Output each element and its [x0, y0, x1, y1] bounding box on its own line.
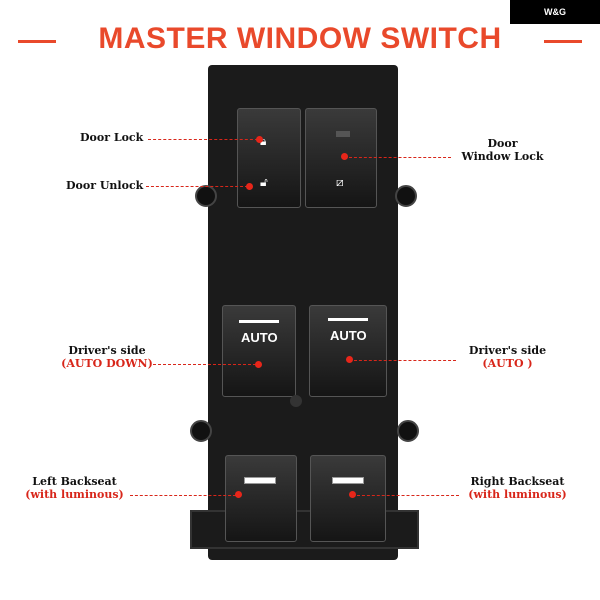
- page-title: MASTER WINDOW SWITCH: [98, 22, 502, 55]
- leader-line: [153, 364, 256, 365]
- leader-line: [148, 139, 258, 140]
- driver-auto-switch[interactable]: AUTO: [309, 305, 387, 397]
- mount-tab: [395, 185, 417, 207]
- luminous-indicator: [332, 477, 364, 484]
- leader-line: [130, 495, 236, 496]
- marker-dot: [349, 491, 356, 498]
- marker-dot: [341, 153, 348, 160]
- label-door-lock: Door Lock: [80, 131, 144, 144]
- leader-line: [354, 360, 456, 361]
- label-line: Right Backseat: [470, 475, 565, 488]
- marker-dot: [235, 491, 242, 498]
- label-door-unlock: Door Unlock: [66, 179, 144, 192]
- mount-tab: [190, 420, 212, 442]
- panel-top: [230, 90, 390, 110]
- label-line: (with luminous): [25, 488, 124, 501]
- left-backseat-switch[interactable]: [225, 455, 297, 542]
- label-line: Driver's side: [68, 344, 146, 357]
- lock-icon: 🔒︎: [260, 134, 267, 148]
- title-dash-left: [18, 40, 56, 43]
- label-driver-auto: Driver's side (AUTO ): [460, 344, 555, 370]
- label-left-backseat: Left Backseat (with luminous): [22, 475, 127, 501]
- marker-dot: [255, 361, 262, 368]
- label-line: Door: [487, 137, 518, 150]
- driver-auto-down-switch[interactable]: AUTO: [222, 305, 296, 397]
- mount-tab: [397, 420, 419, 442]
- door-lock-switch[interactable]: 🔒︎ 🔓︎: [237, 108, 301, 208]
- marker-dot: [346, 356, 353, 363]
- switch-bar: [239, 320, 279, 323]
- title-dash-right: [544, 40, 582, 43]
- auto-label: AUTO: [241, 330, 278, 345]
- window-lock-icon: ⧄: [336, 175, 344, 189]
- label-right-backseat: Right Backseat (with luminous): [465, 475, 570, 501]
- right-backseat-switch[interactable]: [310, 455, 386, 542]
- label-window-lock: Door Window Lock: [455, 137, 550, 163]
- label-line: Window Lock: [461, 150, 544, 163]
- label-line: Left Backseat: [32, 475, 117, 488]
- label-driver-auto-down: Driver's side (AUTO DOWN): [52, 344, 162, 370]
- auto-label: AUTO: [330, 328, 367, 343]
- unlock-icon: 🔓︎: [260, 175, 268, 189]
- indicator-light: [336, 131, 350, 137]
- luminous-indicator: [244, 477, 276, 484]
- switch-bar: [328, 318, 368, 321]
- brand-logo: W&G: [510, 0, 600, 24]
- label-line: (AUTO ): [482, 357, 533, 370]
- leader-line: [349, 157, 451, 158]
- label-line: (with luminous): [468, 488, 567, 501]
- label-line: (AUTO DOWN): [61, 357, 153, 370]
- leader-line: [146, 186, 248, 187]
- panel-screw: [290, 395, 302, 407]
- marker-dot: [246, 183, 253, 190]
- mount-tab: [195, 185, 217, 207]
- marker-dot: [256, 136, 263, 143]
- leader-line: [357, 495, 459, 496]
- label-line: Driver's side: [468, 344, 547, 357]
